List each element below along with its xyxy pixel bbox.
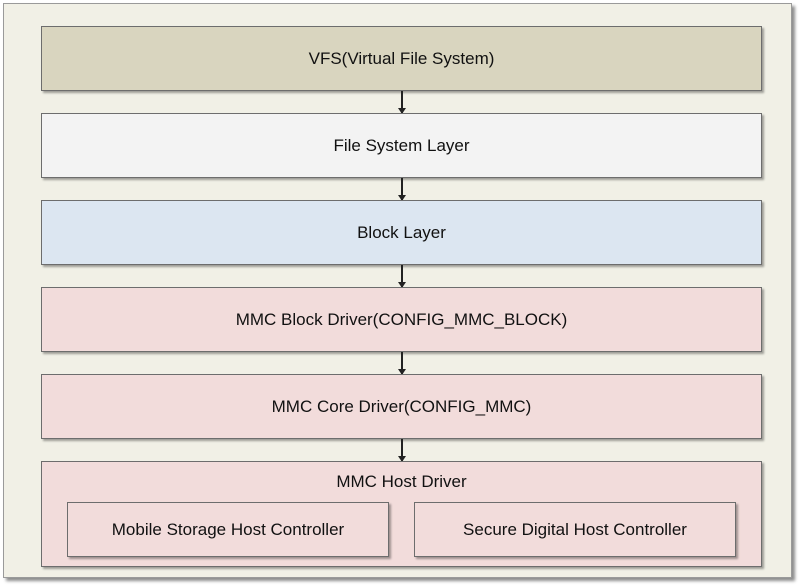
mobile-storage-host-controller-label: Mobile Storage Host Controller [111,519,345,539]
secure-digital-host-controller-label: Secure Digital Host Controller [463,519,687,539]
mmc-host-driver-box: MMC Host Driver Mobile Storage Host Cont… [41,461,762,567]
arrow-mmc-core-to-host [398,439,406,462]
mmc-core-driver-box: MMC Core Driver(CONFIG_MMC) [41,374,762,439]
secure-digital-host-controller-box: Secure Digital Host Controller [414,502,736,557]
arrow-filesystem-to-block [398,178,406,201]
block-layer-box: Block Layer [41,200,762,265]
vfs-layer-box: VFS(Virtual File System) [41,26,762,91]
file-system-layer-box: File System Layer [41,113,762,178]
mmc-block-driver-label: MMC Block Driver(CONFIG_MMC_BLOCK) [235,309,568,329]
block-layer-label: Block Layer [357,222,446,242]
mmc-core-driver-label: MMC Core Driver(CONFIG_MMC) [271,396,532,416]
vfs-layer-label: VFS(Virtual File System) [308,48,495,68]
diagram-canvas: VFS(Virtual File System) File System Lay… [3,3,792,578]
mmc-host-driver-label: MMC Host Driver [336,472,467,491]
mmc-block-driver-box: MMC Block Driver(CONFIG_MMC_BLOCK) [41,287,762,352]
arrow-block-to-mmc-block [398,265,406,288]
mobile-storage-host-controller-box: Mobile Storage Host Controller [67,502,389,557]
arrow-vfs-to-filesystem [398,91,406,114]
arrow-mmc-block-to-mmc-core [398,352,406,375]
file-system-layer-label: File System Layer [333,135,470,155]
